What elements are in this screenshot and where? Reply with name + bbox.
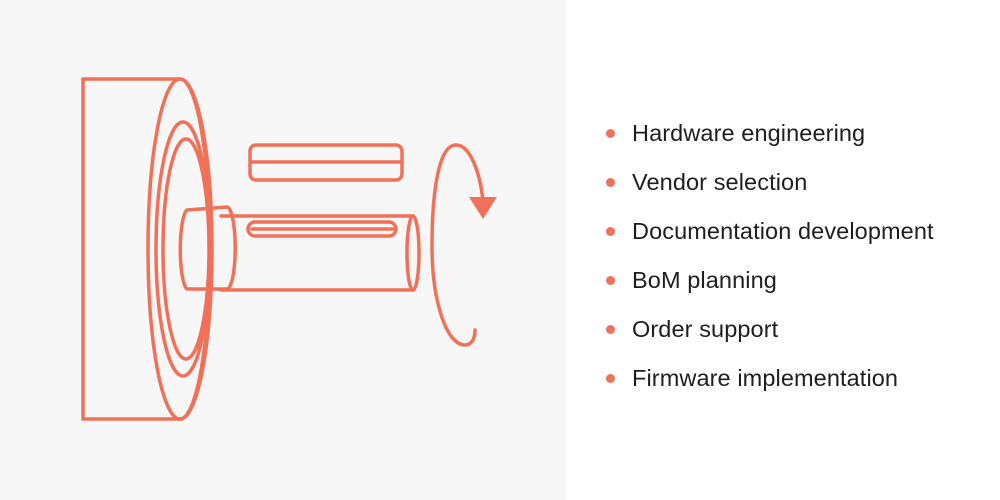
list-item: Order support: [606, 305, 986, 354]
service-label: Firmware implementation: [632, 365, 899, 391]
service-label: Vendor selection: [632, 169, 808, 195]
bullet-icon: [606, 129, 615, 138]
services-panel: [566, 0, 1000, 500]
bullet-icon: [606, 178, 615, 187]
shaft-body: [219, 214, 421, 292]
service-label: Order support: [632, 316, 779, 342]
shaft-end: [405, 214, 415, 292]
bullet-icon: [606, 276, 615, 285]
illustration-panel: [81, 77, 497, 421]
rotation-arrow-head: [469, 197, 497, 219]
shaft-key: [248, 143, 404, 182]
services-list: Hardware engineering Vendor selection Do…: [606, 109, 986, 403]
service-label: Documentation development: [632, 218, 934, 244]
service-label: Hardware engineering: [632, 120, 866, 146]
shaft-keyway: [246, 220, 398, 238]
service-label: BoM planning: [632, 267, 777, 293]
bullet-icon: [606, 325, 615, 334]
list-item: BoM planning: [606, 256, 986, 305]
rotation-arrow-path: [430, 143, 485, 347]
motor-shaft-illustration: [81, 77, 497, 421]
list-item: Firmware implementation: [606, 354, 986, 403]
list-item: Documentation development: [606, 207, 986, 256]
wheel-inner-ring: [161, 137, 211, 361]
list-item: Vendor selection: [606, 158, 986, 207]
wheel-outer-rim: [146, 77, 214, 421]
bullet-icon: [606, 227, 615, 236]
list-item: Hardware engineering: [606, 109, 986, 158]
bullet-icon: [606, 374, 615, 383]
